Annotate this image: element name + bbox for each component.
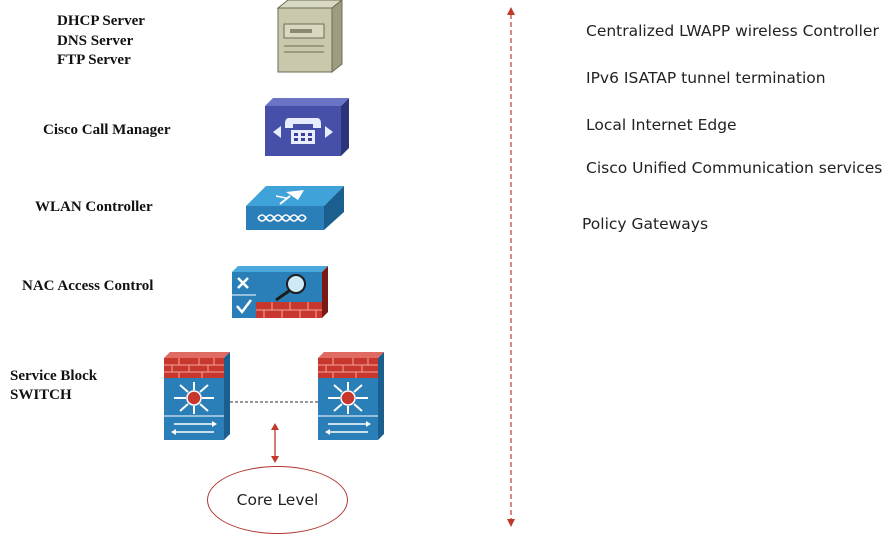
call-manager-icon [265, 98, 349, 156]
service-switch-label: SWITCH [10, 387, 72, 403]
nac-icon [232, 266, 328, 318]
dhcp-server-label: DHCP Server [57, 13, 145, 29]
service-wireless-controller: Centralized LWAPP wireless Controller [586, 22, 879, 40]
vertical-divider-arrow [507, 7, 515, 527]
core-link-arrow [271, 423, 279, 463]
switch-firewall-icon [164, 352, 230, 440]
server-icon [276, 0, 343, 74]
wlan-controller-icon [246, 186, 344, 230]
wlan-controller-label: WLAN Controller [35, 199, 153, 215]
ftp-server-label: FTP Server [57, 52, 131, 68]
switch-firewall-icon [318, 352, 384, 440]
call-manager-label: Cisco Call Manager [43, 122, 171, 138]
core-level-label: Core Level [236, 491, 319, 509]
service-policy-gateways: Policy Gateways [582, 215, 709, 233]
service-isatap: IPv6 ISATAP tunnel termination [586, 69, 826, 87]
nac-label: NAC Access Control [22, 278, 154, 294]
core-level-node: Core Level [207, 466, 348, 534]
service-block-label: Service Block [10, 368, 98, 384]
service-unified-communication: Cisco Unified Communication services [586, 159, 883, 177]
dns-server-label: DNS Server [57, 33, 134, 49]
service-internet-edge: Local Internet Edge [586, 116, 737, 134]
